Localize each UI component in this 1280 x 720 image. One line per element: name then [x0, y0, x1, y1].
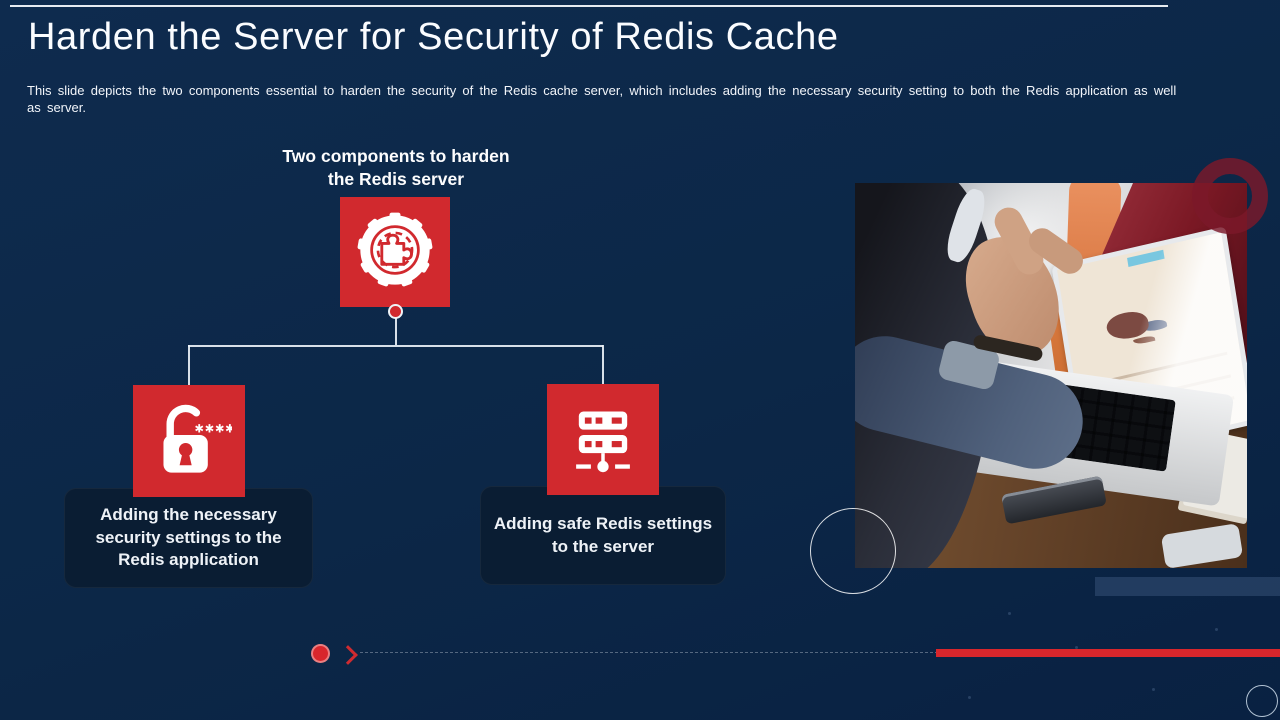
pattern-dot: [1075, 646, 1078, 649]
connector-line-left: [188, 345, 190, 385]
connector-line-horizontal: [188, 345, 603, 347]
branch-label: Adding safe Redis settings to the server: [493, 514, 713, 556]
blue-strip-decoration: [1095, 577, 1280, 596]
pattern-dot: [1152, 688, 1155, 691]
timeline-red-bar: [936, 649, 1280, 657]
photo-business-meeting: [855, 183, 1247, 568]
branch-label-box: Adding safe Redis settings to the server: [480, 486, 726, 585]
maroon-ring-decoration: [1192, 158, 1268, 234]
timeline-dashed-line: [360, 652, 938, 653]
timeline-dot: [311, 644, 330, 663]
connector-dot: [388, 304, 403, 319]
top-divider-line: [10, 5, 1168, 7]
root-icon-box: (function(){var g=document.getElementByI…: [340, 197, 450, 307]
branch-label-box: Adding the necessary security settings t…: [64, 488, 313, 588]
gear-puzzle-icon: (function(){var g=document.getElementByI…: [351, 206, 439, 299]
connector-line-right: [602, 345, 604, 385]
password-mask-text: ✱✱✱✱: [194, 421, 232, 435]
padlock-password-icon: ✱✱✱✱: [146, 396, 235, 487]
server-network-icon: [560, 394, 646, 485]
pattern-dot: [1215, 628, 1218, 631]
connector-line-vertical: [395, 318, 397, 345]
branch-label: Adding the necessary security settings t…: [95, 505, 282, 570]
corner-circle-decoration: [1246, 685, 1278, 717]
outline-circle-decoration: [810, 508, 896, 594]
right-icon-box: [547, 384, 659, 495]
pattern-dot: [968, 696, 971, 699]
chevron-right-icon: [338, 645, 358, 665]
slide-title: Harden the Server for Security of Redis …: [28, 16, 839, 58]
left-icon-box: ✱✱✱✱: [133, 385, 245, 497]
slide-subtitle: This slide depicts the two components es…: [27, 83, 1177, 115]
diagram-heading: Two components to harden the Redis serve…: [282, 146, 510, 189]
pattern-dot: [1008, 612, 1011, 615]
